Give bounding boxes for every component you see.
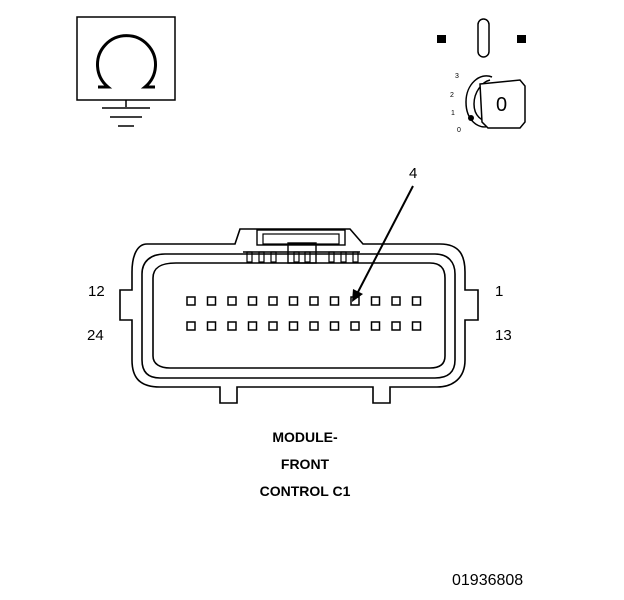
pin-cavity [206, 321, 217, 331]
ohmmeter-icon [76, 16, 176, 127]
pin-cavity [370, 321, 381, 331]
pin-cavity [288, 296, 299, 306]
callout-arrow [352, 185, 414, 302]
pin-cavity [391, 296, 401, 306]
pin-cavity [411, 296, 422, 306]
pin-label-bottom-right: 13 [495, 327, 512, 344]
pin-cavity [247, 296, 258, 306]
pin-cavity [329, 321, 340, 331]
pin-cavity [309, 296, 319, 306]
key-position-label: 2 [450, 92, 454, 99]
pin-cavity [391, 321, 401, 331]
figure-id: 01936808 [452, 572, 524, 589]
key-position-label: 0 [457, 127, 461, 134]
caption-line-3: CONTROL C1 [259, 483, 351, 499]
pin-cavity [268, 296, 278, 306]
caption-line-1: MODULE- [272, 429, 338, 445]
pin-label-top-left: 12 [88, 283, 105, 300]
pin-cavity [186, 296, 196, 306]
pin-cavity [227, 296, 237, 306]
pin-cavity [329, 296, 340, 306]
pin-cavity [268, 321, 278, 331]
pin-cavity [350, 321, 360, 331]
pin-cavity [309, 321, 319, 331]
pin-cavity [288, 321, 299, 331]
pin-label-bottom-left: 24 [87, 327, 104, 344]
pin-cavity [370, 296, 381, 306]
connector-front-view [119, 228, 479, 404]
pin-cavity [411, 321, 422, 331]
ignition-key-icon [437, 18, 526, 129]
caption-line-2: FRONT [280, 456, 330, 472]
key-label: 0 [496, 94, 508, 116]
callout-pin-number: 4 [409, 165, 418, 182]
pin-cavity [206, 296, 217, 306]
pin-cavity [247, 321, 258, 331]
key-position-label: 1 [451, 110, 455, 117]
key-position-label: 3 [455, 73, 459, 80]
pin-cavity [227, 321, 237, 331]
pin-cavity [186, 321, 196, 331]
pin-cavity-grid [186, 296, 422, 331]
pin-label-top-right: 1 [495, 283, 504, 300]
